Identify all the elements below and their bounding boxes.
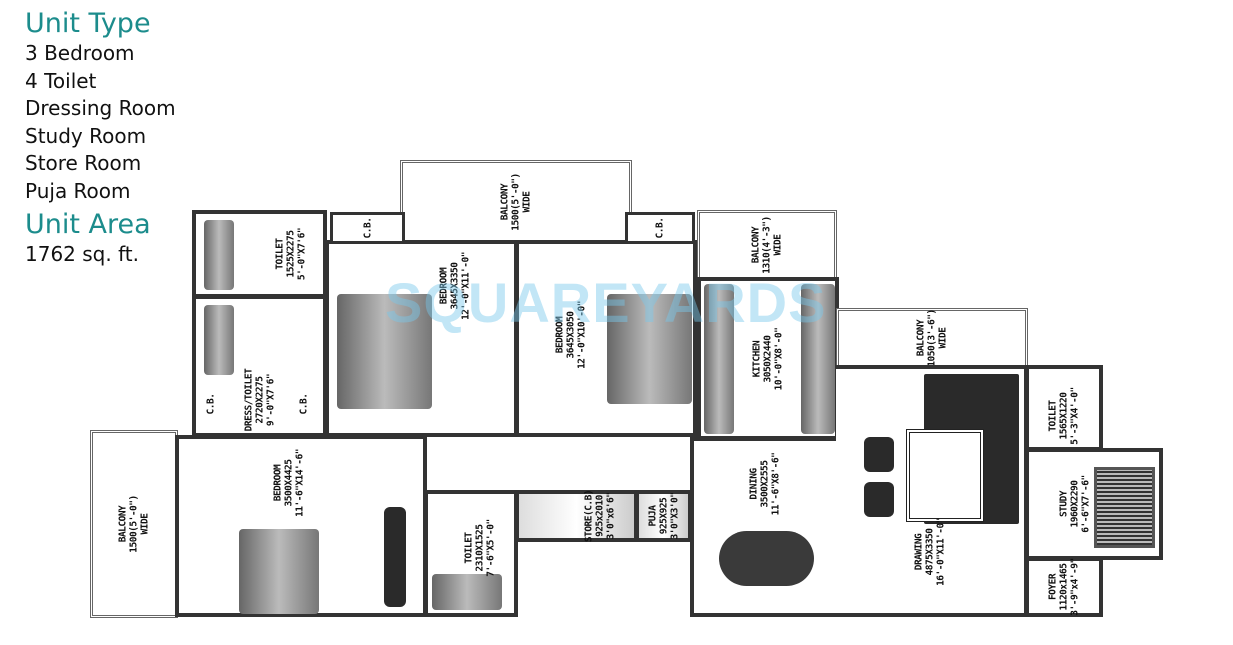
room-dim: 6'-6"X7'-6"	[1080, 475, 1091, 533]
room-dim: WIDE	[521, 191, 533, 213]
room-dim: WIDE	[139, 513, 151, 535]
unit-type-line: Study Room	[25, 123, 147, 148]
room-name: TOILET	[1047, 400, 1059, 432]
room-dim: WIDE	[772, 234, 784, 256]
room-dim: 1565X1220	[1058, 392, 1070, 440]
room-name: BALCONY	[915, 319, 927, 357]
room-dim: 10'-0"X8'-0"	[773, 327, 785, 390]
room-name: KITCHEN	[751, 340, 763, 377]
room-name: DINING	[748, 468, 760, 500]
room-name: BEDROOM	[272, 464, 284, 501]
room-dim: 11'-6"X14'-6"	[294, 448, 306, 517]
room-dim: 5'-0"X7'6"	[296, 227, 308, 281]
room-dim: 1120x1465	[1058, 563, 1070, 611]
unit-type-line: 3 Bedroom	[25, 41, 135, 65]
watermark: SQUAREYARDS	[385, 271, 827, 334]
room-dim: 1310(4'-3")	[761, 216, 773, 274]
room-dim: 3'-9"x4'-9"	[1069, 558, 1081, 616]
room-cb-3: C.B.	[330, 212, 405, 244]
room-name: BALCONY	[750, 226, 762, 264]
room-dim: 2310X1525	[474, 524, 486, 572]
unit-type-line: 4 Toilet	[25, 68, 97, 93]
room-name: TOILET	[463, 531, 475, 564]
room-dim: 925X925	[658, 497, 669, 535]
room-dim: 1500(5'-0")	[510, 173, 522, 231]
room-name: PUJA	[647, 505, 658, 527]
room-dim: 7'-6"X5'-0"	[485, 518, 497, 577]
unit-info-panel: Unit Type 3 Bedroom 4 Toilet Dressing Ro…	[25, 8, 176, 269]
room-dim: 3'0"x6'6"	[605, 492, 616, 540]
unit-type-line: Puja Room	[25, 178, 131, 203]
room-dim: WIDE	[937, 327, 949, 349]
room-dim: 3'0"X3'0"	[669, 492, 680, 540]
unit-area-value: 1762 sq. ft.	[25, 242, 139, 266]
unit-type-line: Dressing Room	[25, 96, 176, 120]
room-dim: 3500X4425	[283, 459, 295, 506]
room-name: BALCONY	[117, 505, 129, 543]
unit-type-line: Store Room	[25, 151, 142, 175]
unit-area-heading: Unit Area	[25, 209, 151, 240]
room-dim: 925x2010	[594, 495, 605, 537]
room-dim: 11'-6"X8'-6"	[770, 452, 782, 516]
room-dim: 16'-0"X11'-0"	[935, 518, 947, 586]
room-cb: C.B.	[362, 217, 373, 239]
room-dim: 3500X2555	[759, 460, 771, 508]
unit-type-heading: Unit Type	[25, 8, 151, 39]
room-name: TOILET	[274, 238, 286, 270]
room-name: DRAWING	[913, 533, 925, 571]
room-name: STUDY	[1058, 490, 1069, 518]
room-name: STORE(C.B)	[583, 489, 594, 543]
room-name: BALCONY	[499, 183, 511, 221]
room-dim: 5'-3"X4'-0"	[1069, 387, 1081, 445]
room-dim: 9'-0"X7'6"	[265, 373, 276, 426]
room-name: DRESS/TOILET	[243, 368, 254, 431]
room-dim: 1525X2275	[285, 230, 297, 278]
room-dim: 2720X2275	[254, 376, 265, 423]
room-dim: 1050(3'-6")	[926, 309, 938, 367]
room-name: FOYER	[1047, 573, 1059, 601]
room-cb: C.B.	[205, 393, 217, 414]
room-cb-4: C.B.	[625, 212, 695, 244]
room-dim: 1960X2290	[1069, 480, 1080, 528]
room-dim: 1500(5'-0")	[128, 495, 140, 553]
room-dim: 4875X3350	[924, 528, 936, 576]
room-cb: C.B.	[298, 393, 310, 414]
room-cb: C.B.	[654, 217, 666, 239]
room-dim: 3050X2440	[762, 335, 774, 382]
